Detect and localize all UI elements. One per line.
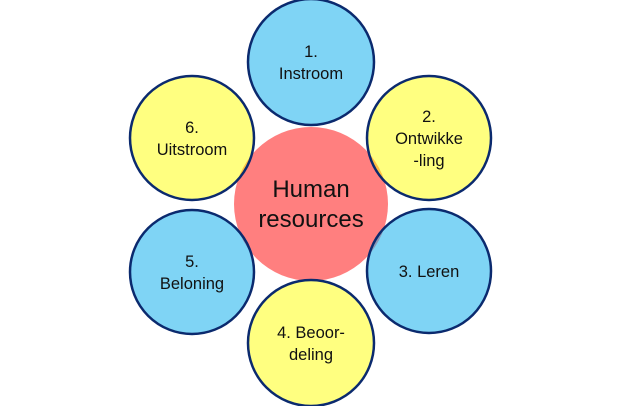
node-label-line: Instroom [279, 65, 343, 83]
node-outline [128, 74, 256, 202]
node-beloning: 5. Beloning [128, 208, 256, 336]
node-label-line: 1. [304, 43, 318, 61]
node-label-line: 4. Beoor- [277, 324, 345, 342]
node-instroom: 1. Instroom [246, 0, 376, 127]
center-label-line: resources [258, 206, 363, 233]
node-beoordeling: 4. Beoor-deling [246, 278, 376, 406]
node-outline [365, 74, 493, 202]
node-uitstroom: 6. Uitstroom [128, 74, 256, 202]
node-outline [128, 208, 256, 336]
nodes-layer: 1. Instroom 2. Ontwikke -ling 3. Leren 4. Beoo… [128, 0, 493, 406]
node-circle [367, 209, 491, 333]
node-circle [248, 280, 374, 406]
node-label-line: Ontwikke [395, 130, 463, 148]
center-label-line: Human [272, 176, 349, 203]
node-outline [246, 278, 376, 406]
node-circle [130, 210, 254, 334]
center-circle [234, 127, 388, 281]
node-leren: 3. Leren [365, 207, 493, 335]
node-ontwikkeling: 2. Ontwikke -ling [365, 74, 493, 202]
node-label-line: deling [289, 346, 333, 364]
center-label: Human resources [258, 176, 363, 233]
node-circle [130, 76, 254, 200]
node-label-line: 3. Leren [399, 263, 460, 281]
node-label-line: 6. [185, 119, 199, 137]
node-label-line: 5. [185, 253, 199, 271]
node-label-line: 2. [422, 108, 436, 126]
node-circle [367, 76, 491, 200]
node-label-line: -ling [413, 152, 444, 170]
node-outline [246, 0, 376, 127]
node-label-line: Beloning [160, 275, 224, 293]
node-outline [365, 207, 493, 335]
node-circle [248, 0, 374, 125]
node-label-line: Uitstroom [157, 141, 228, 159]
